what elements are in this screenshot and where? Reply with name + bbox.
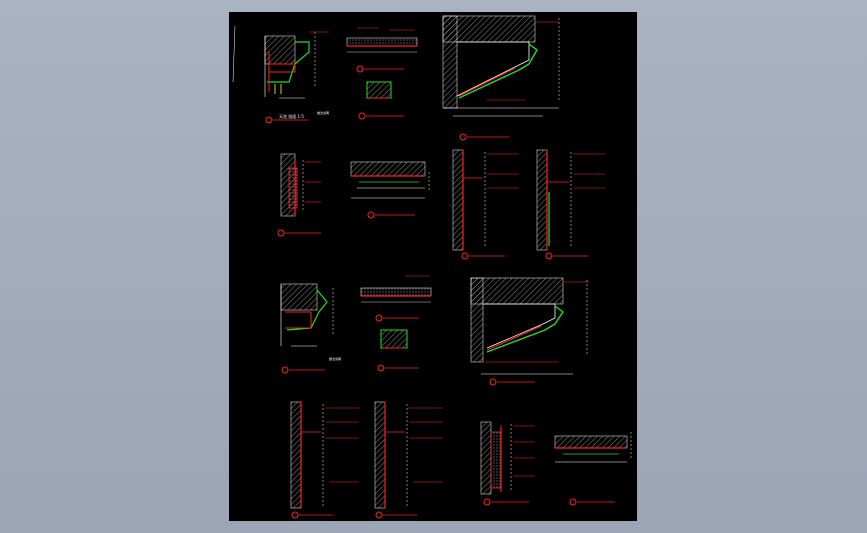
detail-row4-col1 (290, 401, 359, 519)
detail-row2-col3 (452, 149, 519, 260)
detail-row2-col2 (350, 161, 430, 219)
detail-row3-col1: 做法说明 (280, 283, 341, 374)
detail-row3-col3 (470, 277, 589, 386)
svg-text:做法说明: 做法说明 (329, 356, 341, 361)
detail-row4-col2 (374, 401, 443, 519)
detail-row1-col1: 天花 剖面 1:5 做法说明 (264, 31, 329, 124)
detail-row1-col3 (442, 15, 560, 141)
cad-drawing-sheet[interactable]: 天花 剖面 1:5 做法说明 (229, 12, 637, 521)
detail-row4-col3 (480, 421, 535, 506)
detail-row4-col4 (554, 432, 632, 506)
cad-drawing-canvas: 天花 剖面 1:5 做法说明 (232, 15, 632, 519)
detail-row3-col2 (360, 275, 432, 372)
detail-row2-col1 (277, 153, 321, 237)
detail-caption: 天花 剖面 1:5 (279, 113, 304, 119)
svg-text:做法说明: 做法说明 (317, 110, 329, 115)
detail-row2-col4 (536, 149, 605, 260)
detail-row1-col2 (346, 27, 418, 120)
